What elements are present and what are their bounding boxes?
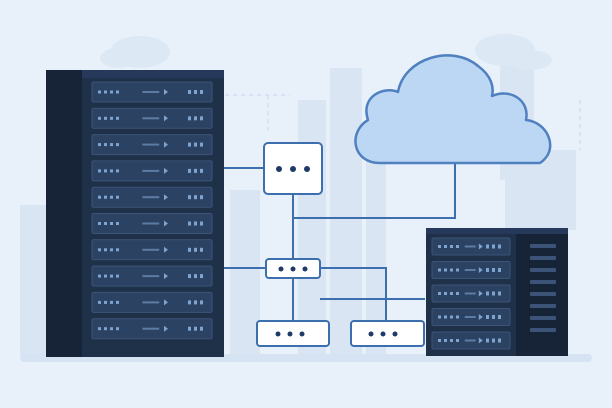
rack-units [91,81,213,340]
rack-unit [91,239,213,261]
cabinet-vents [530,244,556,332]
rack-unit [91,213,213,234]
rack-unit [91,186,213,208]
rack-unit [431,284,511,303]
rack-unit [431,308,511,326]
rack-unit [91,265,213,287]
server-cabinet-icon [426,228,568,356]
network-switch-icon [263,142,323,195]
rack-unit [91,318,213,340]
cabinet-units [431,237,511,350]
network-lines [218,150,456,331]
network-node-icon [256,320,330,347]
server-rack-icon [46,70,224,357]
rack-unit [91,134,213,156]
rack-unit [91,291,213,313]
rack-unit [431,331,511,350]
rack-unit [431,261,511,279]
rack-unit [431,237,511,256]
rack-unit [91,81,213,103]
network-node-icon [265,258,321,279]
network-node-icon [350,320,425,347]
rack-unit [91,160,213,182]
rack-unit [91,107,213,129]
background-clouds [100,34,552,70]
cloud-icon [354,54,552,165]
